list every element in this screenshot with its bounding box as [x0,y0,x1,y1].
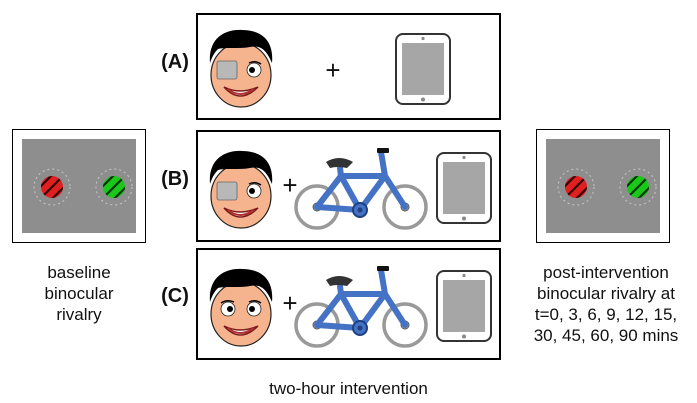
panel-label-c: (C) [161,285,189,307]
face-with-eyepatch-icon [209,29,273,108]
panel-a: + [196,13,501,120]
plus-sign: + [325,55,341,85]
panel-c: + [196,248,501,360]
red-grating-icon [33,168,71,206]
caption-line: baseline [47,263,111,282]
red-grating-icon [557,168,595,206]
caption-line: t=0, 3, 6, 9, 12, 15, [534,305,678,324]
baseline-rivalry-stimulus [12,129,146,243]
caption-line: 30, 45, 60, 90 mins [533,326,679,345]
face-with-eyepatch-icon [209,150,273,229]
tablet-icon [436,270,492,342]
bicycle-icon [294,266,428,348]
post-intervention-caption: post-intervention binocular rivalry at t… [518,262,694,346]
green-grating-icon [619,168,657,206]
bicycle-icon [294,148,428,230]
intervention-caption: two-hour intervention [269,379,428,398]
panel-label-a: (A) [161,51,189,73]
face-icon [209,268,273,347]
plus-sign: + [282,170,298,200]
tablet-icon [395,33,451,105]
post-intervention-rivalry-stimulus [536,129,670,243]
caption-line: binocular [44,284,114,303]
caption-line: rivalry [56,305,102,324]
caption-line: post-intervention [543,263,669,282]
baseline-caption: baseline binocular rivalry [12,262,146,325]
panel-b: + [196,130,501,242]
panel-label-b: (B) [161,168,189,190]
caption-line: binocular rivalry at [537,284,675,303]
tablet-icon [436,152,492,224]
green-grating-icon [95,168,133,206]
plus-sign: + [282,288,298,318]
